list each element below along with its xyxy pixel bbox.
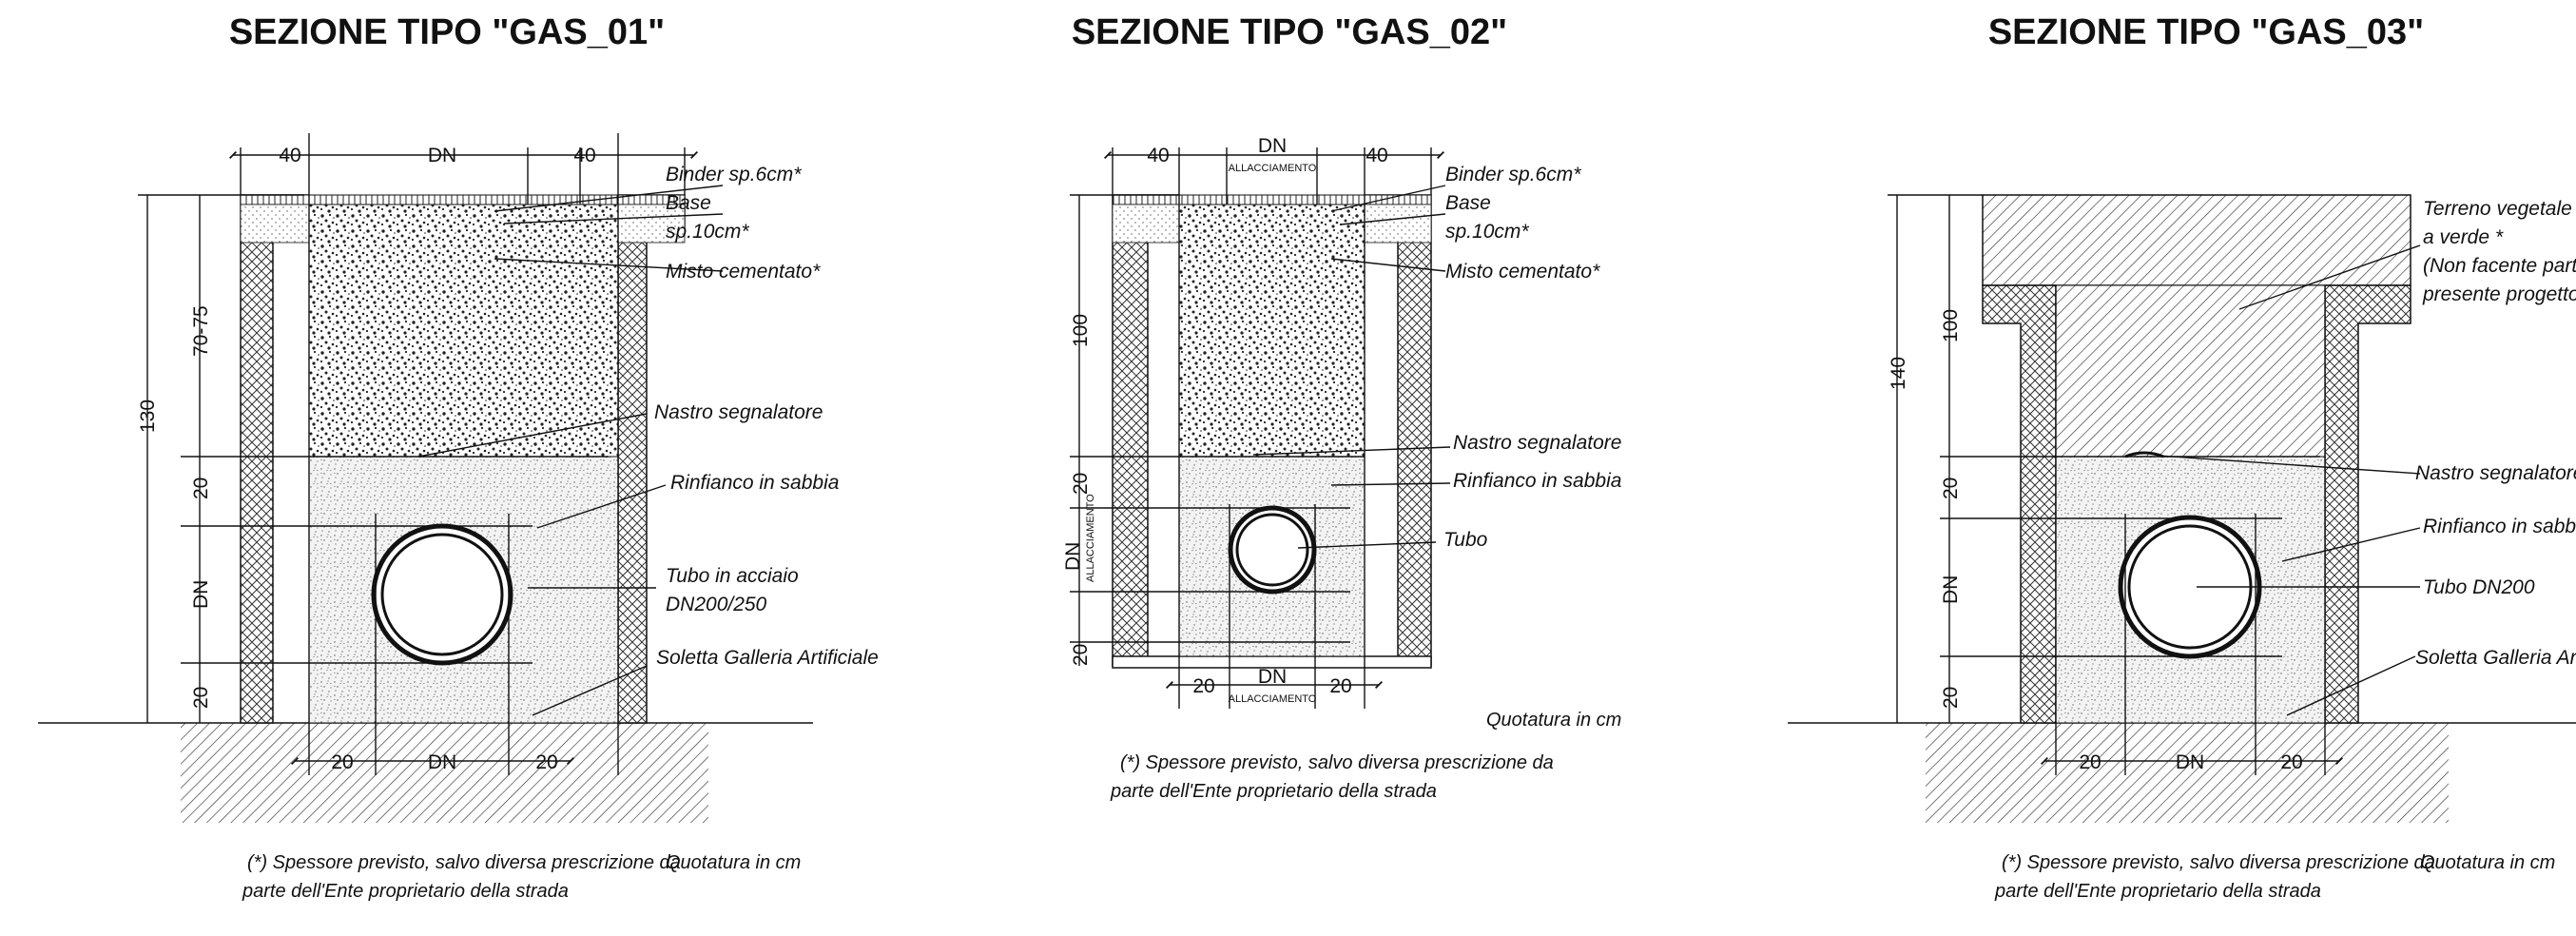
dim-dn-vertical: DN [190, 580, 212, 609]
section-gas-03: SEZIONE TIPO "GAS_03" 140 100 20 DN 20 2… [1788, 12, 2576, 902]
label-base: Base [666, 192, 711, 214]
dim-bot-left: 20 [2079, 751, 2101, 773]
label-nastro: Nastro segnalatore [2415, 462, 2576, 484]
dim-dn-vertical-sub: ALLACCIAMENTO [1085, 494, 1096, 582]
note-line-1: (*) Spessore previsto, salvo diversa pre… [1120, 752, 1554, 773]
label-nastro: Nastro segnalatore [654, 401, 823, 423]
label-misto: Misto cementato* [666, 261, 821, 283]
dim-sand-bottom: 20 [1940, 687, 1962, 709]
dim-bot-left: 20 [331, 751, 353, 773]
leader-binder [494, 185, 724, 212]
dim-top-mid: DN [1258, 135, 1287, 157]
label-binder: Binder sp.6cm* [1445, 164, 1581, 185]
label-misto: Misto cementato* [1445, 261, 1600, 283]
pipe-inner [1235, 513, 1309, 587]
dim-total-height: 100 [1070, 314, 1092, 347]
section-gas-02: SEZIONE TIPO "GAS_02" 40 DN ALLACCIAMENT… [1062, 12, 1621, 802]
dim-sand-bottom: 20 [1070, 644, 1092, 666]
dim-bot-right: 20 [535, 751, 557, 773]
dim-fill-height: 70-75 [190, 305, 212, 357]
section-gas-01: SEZIONE TIPO "GAS_01" 40 DN 40 [38, 12, 879, 902]
label-base-thickness: sp.10cm* [666, 221, 749, 243]
misto-cementato-fill [1178, 204, 1365, 458]
label-base-thickness: sp.10cm* [1445, 221, 1529, 243]
dim-total-height: 140 [1888, 357, 1909, 390]
label-base: Base [1445, 192, 1491, 214]
dim-top-mid-sub: ALLACCIAMENTO [1229, 163, 1317, 174]
label-tubo: Tubo [1443, 529, 1488, 551]
dim-dn-vertical: DN [1062, 542, 1084, 571]
quotatura-note: Quotatura in cm [1486, 710, 1621, 731]
label-tubo: Tubo DN200 [2423, 576, 2535, 598]
label-rinfianco: Rinfianco in sabbia [670, 472, 839, 494]
dim-dn-vertical: DN [1940, 575, 1962, 604]
terreno-vegetale-fill [2055, 284, 2326, 458]
left-wall [240, 194, 310, 724]
dim-total-height: 130 [137, 400, 159, 433]
label-terreno: Terreno vegetale pe [2423, 198, 2576, 220]
dim-sand-bottom: 20 [190, 687, 212, 709]
section-title: SEZIONE TIPO "GAS_01" [229, 12, 665, 52]
label-binder: Binder sp.6cm* [666, 164, 802, 185]
dim-top-right: 40 [573, 145, 595, 166]
dim-bot-mid-sub: ALLACCIAMENTO [1229, 693, 1317, 705]
quotatura-note: Quotatura in cm [666, 852, 801, 873]
note-line-2: parte dell'Ente proprietario della strad… [1994, 881, 2321, 902]
left-wall [1112, 194, 1180, 667]
label-terreno-3: (Non facente parte d [2423, 255, 2576, 277]
label-rinfianco: Rinfianco in sabbia [2423, 516, 2576, 537]
label-tubo-dn: DN200/250 [666, 594, 767, 615]
section-title: SEZIONE TIPO "GAS_03" [1988, 12, 2424, 52]
dim-top-left: 40 [1147, 145, 1169, 166]
left-wall [1982, 284, 2057, 724]
dim-bot-right: 20 [1329, 675, 1351, 697]
dim-sand-top: 20 [1940, 478, 1962, 499]
soletta-slab [181, 723, 708, 823]
label-soletta: Soletta Galleria Artificia [2415, 647, 2576, 669]
dim-top-right: 40 [1365, 145, 1387, 166]
quotatura-note: Quotatura in cm [2420, 852, 2555, 873]
misto-cementato-fill [308, 204, 619, 458]
label-terreno-2: a verde * [2423, 226, 2504, 248]
dim-fill-height: 100 [1940, 309, 1962, 342]
dim-bot-mid: DN [428, 751, 456, 773]
dim-bot-left: 20 [1192, 675, 1214, 697]
dim-bot-mid: DN [1258, 666, 1287, 688]
dim-top-mid: DN [428, 145, 456, 166]
dim-top-left: 40 [279, 145, 300, 166]
note-line-1: (*) Spessore previsto, salvo diversa pre… [247, 852, 681, 873]
label-tubo: Tubo in acciaio [666, 565, 799, 587]
terreno-vegetale-top [1982, 194, 2411, 286]
label-soletta: Soletta Galleria Artificiale [656, 647, 879, 669]
pipe-inner [380, 533, 504, 656]
section-title: SEZIONE TIPO "GAS_02" [1072, 12, 1507, 52]
dim-bot-right: 20 [2280, 751, 2302, 773]
label-terreno-4: presente progetto) [2422, 283, 2576, 305]
right-wall [2324, 284, 2411, 724]
note-line-2: parte dell'Ente proprietario della strad… [1110, 781, 1437, 802]
soletta-slab [1926, 723, 2449, 823]
dim-sand-top: 20 [1070, 473, 1092, 495]
dim-bot-mid: DN [2176, 751, 2204, 773]
note-line-2: parte dell'Ente proprietario della strad… [242, 881, 569, 902]
note-line-1: (*) Spessore previsto, salvo diversa pre… [2002, 852, 2435, 873]
label-nastro: Nastro segnalatore [1453, 432, 1621, 454]
dim-sand-top: 20 [190, 478, 212, 499]
label-rinfianco: Rinfianco in sabbia [1453, 470, 1621, 492]
